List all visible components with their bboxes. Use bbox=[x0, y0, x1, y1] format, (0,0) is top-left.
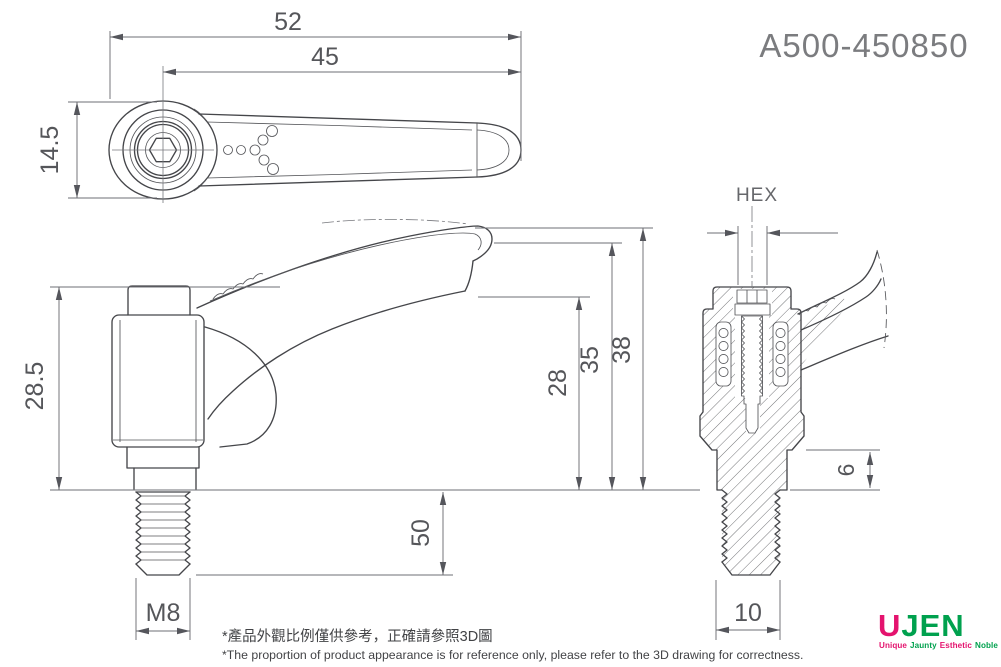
threaded-stud-side bbox=[135, 491, 191, 576]
dim-6: 6 bbox=[790, 449, 880, 491]
dim-50-label: 50 bbox=[407, 519, 435, 547]
side-view: 28.5 28 35 38 50 bbox=[21, 218, 700, 640]
note-zh: *產品外觀比例僅供參考，正確請參照3D圖 bbox=[222, 628, 493, 645]
dim-14-5-label: 14.5 bbox=[36, 126, 64, 175]
dim-45: 45 bbox=[163, 43, 521, 76]
lever-body-side bbox=[111, 285, 205, 490]
grip-serrations bbox=[212, 273, 264, 300]
top-view: 52 45 14.5 bbox=[36, 8, 522, 203]
note-en: *The proportion of product appearance is… bbox=[222, 648, 803, 662]
dim-28-5: 28.5 bbox=[21, 286, 280, 491]
dim-10-label: 10 bbox=[734, 599, 762, 627]
section-view: HEX 6 10 bbox=[699, 185, 889, 640]
dim-28-5-label: 28.5 bbox=[21, 362, 49, 411]
dim-38-label: 38 bbox=[608, 336, 636, 364]
dim-38: 38 bbox=[475, 227, 653, 490]
handle-root-hatch bbox=[801, 296, 848, 366]
dim-hex: HEX bbox=[707, 185, 838, 285]
dim-50: 50 bbox=[196, 492, 453, 576]
dim-52: 52 bbox=[109, 8, 522, 161]
logo-wordmark: UJEN bbox=[878, 608, 965, 643]
dot-pattern bbox=[223, 125, 279, 175]
break-line bbox=[876, 249, 887, 349]
dim-m8-label: M8 bbox=[146, 599, 181, 627]
lever-handle-top bbox=[198, 113, 522, 187]
dim-hex-label: HEX bbox=[736, 185, 778, 206]
dim-28-label: 28 bbox=[544, 369, 572, 397]
dim-45-label: 45 bbox=[311, 43, 339, 71]
section-stud bbox=[721, 489, 781, 576]
dim-52-label: 52 bbox=[274, 8, 302, 36]
section-screw bbox=[734, 289, 771, 434]
dim-6-label: 6 bbox=[833, 464, 859, 477]
dim-10: 10 bbox=[715, 580, 781, 640]
section-handle-stub bbox=[797, 249, 889, 371]
dim-28: 28 bbox=[478, 296, 590, 490]
part-number: A500-450850 bbox=[759, 27, 968, 64]
spring-detents bbox=[715, 321, 789, 387]
logo-word-jen: JEN bbox=[901, 608, 964, 643]
dim-m8: M8 bbox=[135, 578, 191, 640]
dim-35: 35 bbox=[494, 242, 622, 490]
footer-notes: *產品外觀比例僅供參考，正確請參照3D圖 *The proportion of … bbox=[222, 628, 803, 662]
lever-handle-side bbox=[196, 218, 493, 448]
logo-word-u: U bbox=[878, 608, 901, 643]
dim-35-label: 35 bbox=[576, 346, 604, 374]
phantom-arc bbox=[321, 218, 469, 225]
dim-14-5: 14.5 bbox=[36, 101, 157, 199]
